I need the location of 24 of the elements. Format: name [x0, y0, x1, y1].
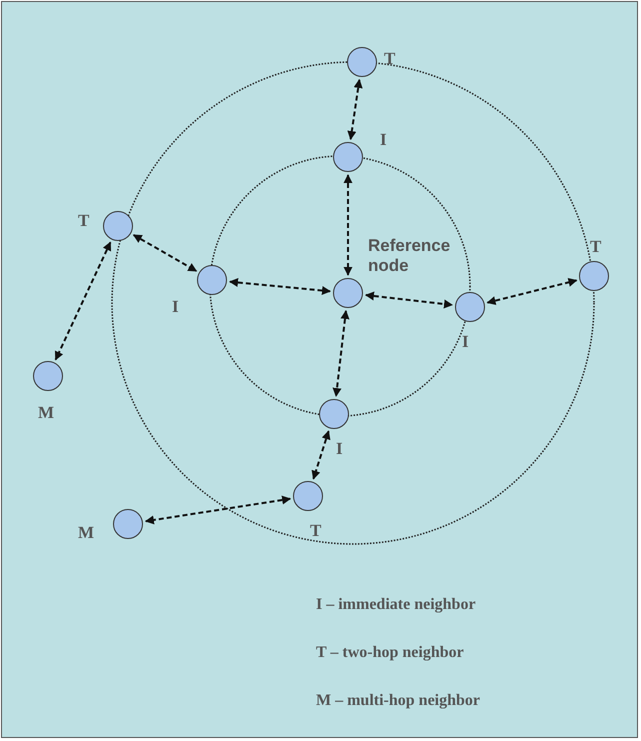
- node-letter: M: [38, 404, 54, 421]
- node-letter: I: [380, 131, 387, 148]
- node-caption: Reference node: [368, 236, 452, 276]
- legend-note: M – multi-hop neighbor: [316, 692, 480, 710]
- double-arrow: [486, 278, 578, 306]
- node-letter: T: [310, 522, 322, 539]
- double-arrow: [344, 174, 352, 276]
- node-letter: M: [78, 524, 94, 541]
- node-letter: T: [384, 50, 396, 67]
- node-letter: I: [462, 333, 469, 350]
- node-letter: I: [336, 440, 343, 457]
- double-arrow: [312, 430, 330, 480]
- node-letter: T: [590, 238, 602, 255]
- double-arrow: [229, 278, 331, 295]
- double-arrow: [347, 78, 363, 140]
- double-arrow: [144, 496, 292, 524]
- legend-note: T – two-hop neighbor: [316, 644, 464, 662]
- node-letter: I: [172, 298, 179, 315]
- double-arrow: [332, 310, 350, 398]
- double-arrow: [132, 234, 198, 272]
- node-letter: T: [78, 212, 90, 229]
- double-arrow: [365, 292, 453, 308]
- double-arrow: [54, 242, 112, 360]
- legend-note: I – immediate neighbor: [316, 596, 476, 614]
